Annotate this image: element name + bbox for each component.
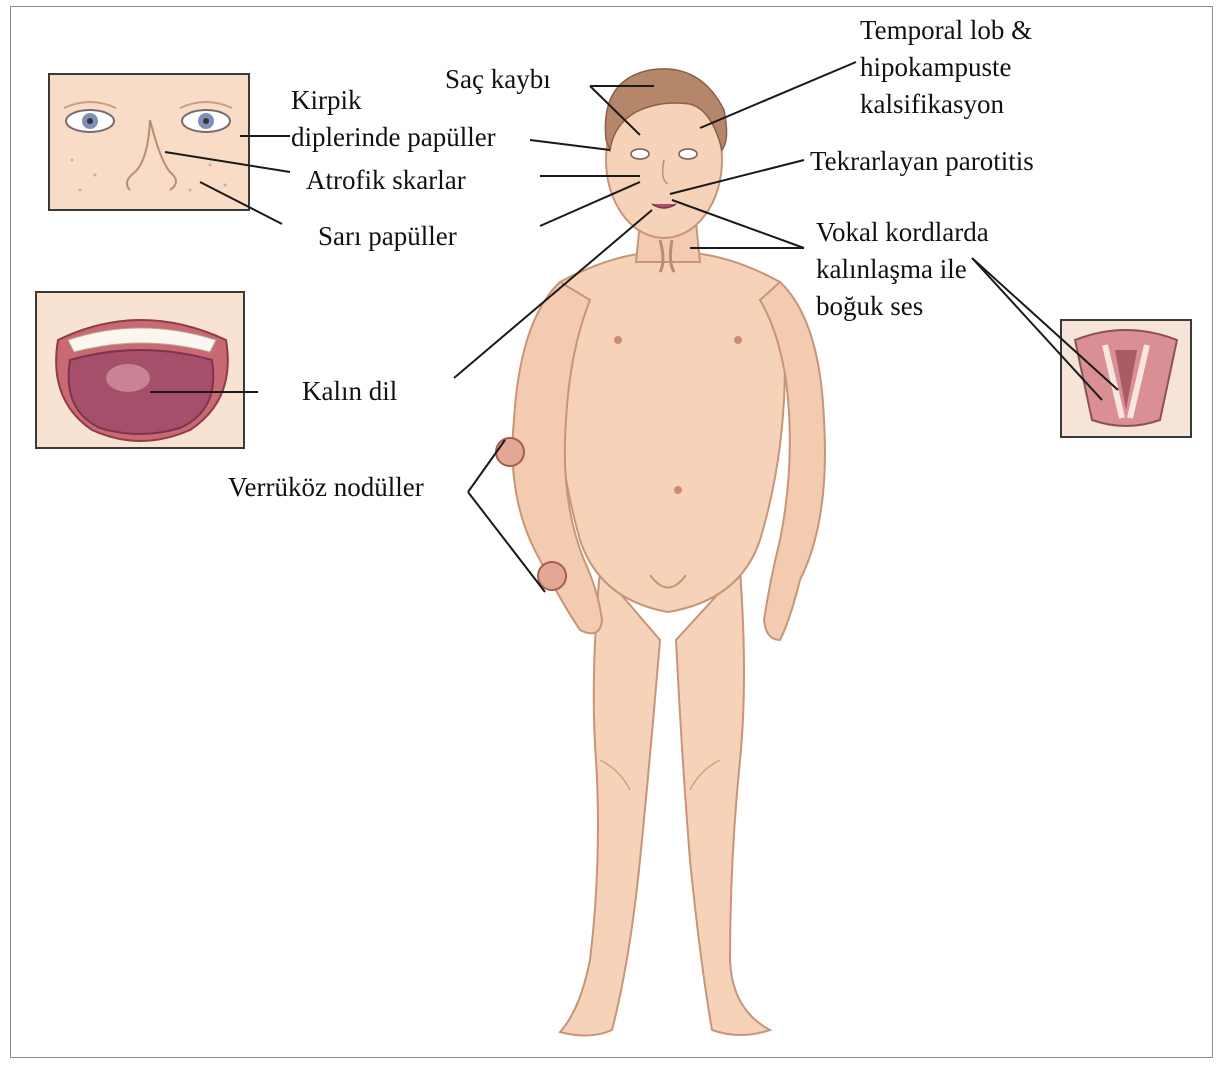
label-line: Vokal kordlarda	[816, 214, 989, 251]
mouth-inset	[36, 292, 244, 448]
larynx-inset	[1061, 320, 1191, 437]
label-thick-tongue: Kalın dil	[302, 374, 397, 408]
nodule-icon	[538, 562, 566, 590]
label-vocal-cords: Vokal kordlarda kalınlaşma ile boğuk ses	[816, 214, 989, 325]
label-eyelid-papules: Kirpik diplerinde papüller	[291, 82, 496, 156]
label-line: diplerinde papüller	[291, 119, 496, 156]
label-yellow-papules: Sarı papüller	[318, 219, 457, 253]
label-atrophic-scars: Atrofik skarlar	[306, 163, 466, 197]
label-line: Kirpik	[291, 82, 496, 119]
body-figure	[496, 69, 825, 1036]
label-verrucous-nodules: Verrüköz nodüller	[228, 470, 424, 504]
label-line: boğuk ses	[816, 288, 989, 325]
label-line: hipokampuste	[860, 49, 1032, 86]
label-temporal-calcification: Temporal lob & hipokampuste kalsifikasyo…	[860, 12, 1032, 123]
label-line: Temporal lob &	[860, 12, 1032, 49]
face-inset	[49, 74, 249, 210]
label-line: kalsifikasyon	[860, 86, 1032, 123]
label-recurrent-parotitis: Tekrarlayan parotitis	[810, 144, 1034, 178]
label-line: kalınlaşma ile	[816, 251, 989, 288]
nodule-icon	[496, 438, 524, 466]
